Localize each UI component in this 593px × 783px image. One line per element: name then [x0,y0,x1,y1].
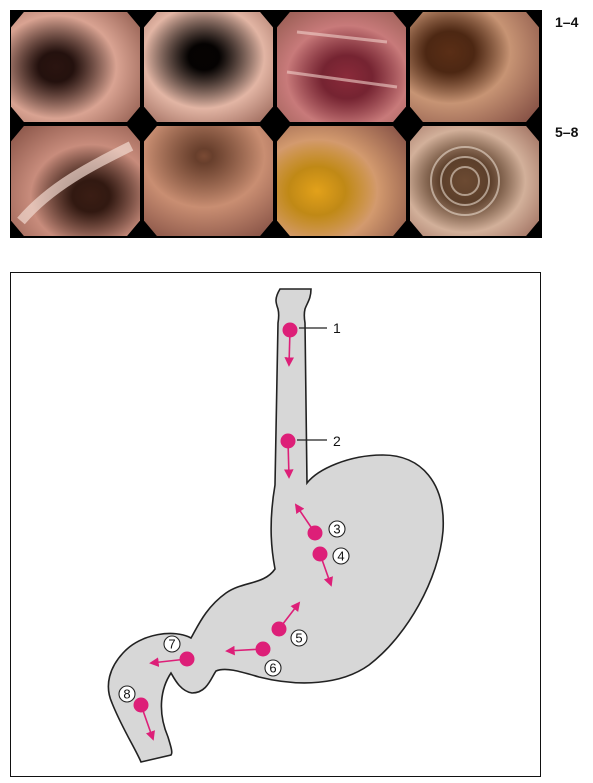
position-label-3: 3 [329,521,345,537]
endoscopic-view-7 [277,126,406,236]
scope-position-marker-5 [272,622,287,637]
stomach-diagram-svg: 1 2 3 4 5 6 7 8 [11,273,542,778]
endoscopic-view-3 [277,12,406,122]
svg-text:8: 8 [123,687,130,702]
row-label-1-4: 1–4 [555,14,578,30]
stomach-diagram: 1 2 3 4 5 6 7 8 [10,272,541,777]
row-label-5-8: 5–8 [555,124,578,140]
scope-position-marker-1 [283,323,298,338]
scope-position-marker-7 [180,652,195,667]
svg-text:5: 5 [295,631,302,646]
position-label-6: 6 [265,660,281,676]
position-label-5: 5 [291,630,307,646]
scope-position-marker-4 [313,547,328,562]
endoscopic-view-5 [11,126,140,236]
svg-text:4: 4 [337,549,344,564]
svg-text:3: 3 [333,522,340,537]
stomach-outline [108,289,443,762]
svg-text:6: 6 [269,661,276,676]
endoscopy-photo-grid [10,10,542,238]
position-label-1: 1 [333,320,341,336]
scope-position-marker-8 [134,698,149,713]
endoscopic-view-2 [144,12,273,122]
position-label-7: 7 [164,636,180,652]
position-label-2: 2 [333,433,341,449]
position-label-8: 8 [119,686,135,702]
position-label-4: 4 [333,548,349,564]
scope-position-marker-2 [281,434,296,449]
endoscopic-view-4 [410,12,539,122]
scope-position-marker-3 [308,526,323,541]
svg-text:7: 7 [168,637,175,652]
endoscopic-view-8 [410,126,539,236]
scope-position-marker-6 [256,642,271,657]
endoscopic-view-1 [11,12,140,122]
endoscopic-view-6 [144,126,273,236]
